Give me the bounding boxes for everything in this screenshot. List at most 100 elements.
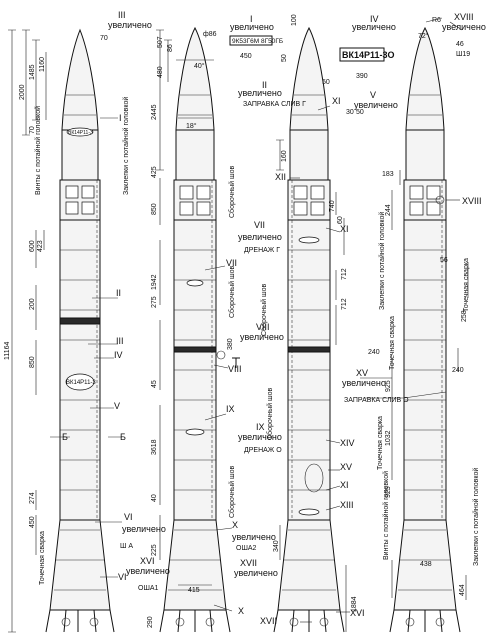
dim-40deg: 40° bbox=[194, 62, 205, 70]
dim-R6: R6 bbox=[432, 17, 441, 24]
callout-xi: XI bbox=[340, 224, 349, 234]
callout-sha: Ш А bbox=[120, 543, 133, 550]
dim-72deg: 72° bbox=[418, 32, 429, 40]
section-b-left: Б bbox=[62, 432, 68, 442]
section-b-right: Б bbox=[120, 432, 126, 442]
dim-200: 200 bbox=[29, 298, 36, 310]
callout-zapravka-o: ЗАПРАВКА СЛИВ О bbox=[344, 397, 409, 404]
callout-uvel-13: увеличено bbox=[342, 378, 386, 388]
callout-uvel-12: увеличено bbox=[354, 100, 398, 110]
dim-2000: 2000 bbox=[19, 84, 26, 100]
dim-850: 850 bbox=[29, 356, 36, 368]
rocket-view-4 bbox=[389, 26, 461, 633]
stamp-1-nose: ВК14Р11-3 bbox=[68, 130, 93, 136]
dim-1942: 1942 bbox=[151, 274, 158, 290]
callout-uvel-2: увеличено bbox=[122, 524, 166, 534]
callout-ix-b: IX bbox=[256, 422, 265, 432]
callout-iii: III bbox=[118, 10, 126, 20]
dim-1160: 1160 bbox=[39, 57, 46, 72]
dim-740: 740 bbox=[329, 200, 336, 212]
rocket-view-2 bbox=[159, 26, 231, 633]
callout-xv-b: XV bbox=[340, 462, 352, 472]
callout-xi-top: XI bbox=[332, 96, 341, 106]
callout-vi-b: VI bbox=[118, 572, 127, 582]
sboroch-3b: Сборочный шов bbox=[266, 388, 274, 440]
dim-380: 380 bbox=[227, 338, 234, 350]
dim-40: 40 bbox=[151, 494, 158, 502]
dim-56: 56 bbox=[440, 257, 448, 264]
zaklepki-4b: Заклепки с потайной головкой bbox=[472, 468, 480, 566]
callout-drenazh-g: ДРЕНАЖ Г bbox=[244, 247, 280, 254]
callout-uvel-11: увеличено bbox=[352, 22, 396, 32]
callout-v-top: V bbox=[370, 90, 376, 100]
callout-ix: IX bbox=[226, 404, 235, 414]
callout-ii-top: II bbox=[262, 80, 267, 90]
dim-225: 225 bbox=[151, 544, 158, 556]
callout-xi-b: XI bbox=[340, 480, 349, 490]
callout-viii: VIII bbox=[256, 322, 270, 332]
tochechn-4b: Точечная сварка bbox=[377, 416, 384, 470]
dim-464: 464 bbox=[459, 584, 466, 596]
callout-vi: VI bbox=[124, 512, 133, 522]
callout-labels: III увеличено I II III IV V VI увеличено… bbox=[62, 10, 486, 626]
callout-xiv: XIV bbox=[340, 438, 355, 448]
callout-xiii: XIII bbox=[340, 500, 354, 510]
dim-50c: 50 bbox=[356, 109, 364, 116]
dimension-chain-4 bbox=[391, 17, 469, 600]
dim-712b: 712 bbox=[341, 298, 348, 310]
stamps: 9К53Г6М 8Г50ГБ ВК14Р11-3О ВК14Р11-3 ВК14… bbox=[66, 35, 395, 386]
dim-46: 46 bbox=[456, 41, 464, 48]
zaklepki-1: Заклепки с потайной головкой bbox=[122, 97, 130, 195]
callout-xvi-b: XVI bbox=[350, 608, 365, 618]
callout-sha2: ОША2 bbox=[236, 545, 257, 552]
dim-244: 244 bbox=[385, 204, 392, 216]
callout-xv: XV bbox=[356, 368, 368, 378]
callout-i: I bbox=[119, 113, 122, 123]
dimension-chain-2 bbox=[156, 29, 226, 586]
dim-450b: 450 bbox=[240, 53, 252, 60]
callout-uvel-6: увеличено bbox=[238, 232, 282, 242]
dim-340: 340 bbox=[273, 540, 280, 552]
callout-vii: VII bbox=[254, 220, 265, 230]
dim-850b: 850 bbox=[151, 203, 158, 215]
leader-lines bbox=[50, 105, 460, 623]
dim-86: 86 bbox=[167, 44, 174, 52]
tochechn-1: Точечная сварка bbox=[39, 531, 46, 585]
rocket-view-3 bbox=[273, 26, 345, 633]
vinty-4: Винты с потайной головкой bbox=[382, 471, 390, 560]
sboroch-3a: Сборочный шов bbox=[260, 284, 268, 336]
dim-30: 30 bbox=[346, 109, 354, 116]
sboroch-2b: Сборочный шов bbox=[228, 266, 236, 318]
dim-50b: 50 bbox=[322, 79, 330, 86]
dim-70-top: 70 bbox=[100, 35, 108, 42]
vertical-annotations: Винты с потайной головкой Заклепки с пот… bbox=[34, 97, 480, 585]
callout-uvel-4: увеличено bbox=[230, 22, 274, 32]
dim-925: 925 bbox=[385, 380, 392, 392]
callout-xvii-b: XVII bbox=[260, 616, 277, 626]
stamp-2: 9К53Г6М 8Г50ГБ bbox=[232, 38, 283, 45]
dim-480: 480 bbox=[157, 66, 164, 78]
dim-712: 712 bbox=[341, 268, 348, 280]
dim-70: 70 bbox=[29, 126, 36, 134]
callout-uvel-3: увеличено bbox=[126, 566, 170, 576]
tochechn-4a: Точечная сварка bbox=[463, 258, 470, 312]
callout-xii: XII bbox=[275, 172, 286, 182]
callout-uvel-8: увеличено bbox=[238, 432, 282, 442]
dim-290: 290 bbox=[147, 616, 154, 628]
dim-275: 275 bbox=[151, 296, 158, 308]
callout-xviii: XVIII bbox=[462, 196, 482, 206]
dim-phi86: ф86 bbox=[203, 31, 217, 38]
callout-iv: IV bbox=[114, 350, 123, 360]
dim-total: 11164 bbox=[4, 341, 11, 360]
dim-60: 60 bbox=[337, 216, 344, 224]
dim-450: 450 bbox=[29, 516, 36, 528]
sboroch-2c: Сборочный шов bbox=[228, 466, 236, 518]
dim-45: 45 bbox=[151, 380, 158, 388]
dim-438: 438 bbox=[420, 561, 432, 568]
dim-240b: 240 bbox=[452, 367, 464, 374]
callout-uvel-10: увеличено bbox=[234, 568, 278, 578]
dimension-chain-1 bbox=[8, 29, 47, 633]
callout-viii-b: VIII bbox=[228, 364, 242, 374]
dim-600: 600 bbox=[29, 240, 36, 252]
